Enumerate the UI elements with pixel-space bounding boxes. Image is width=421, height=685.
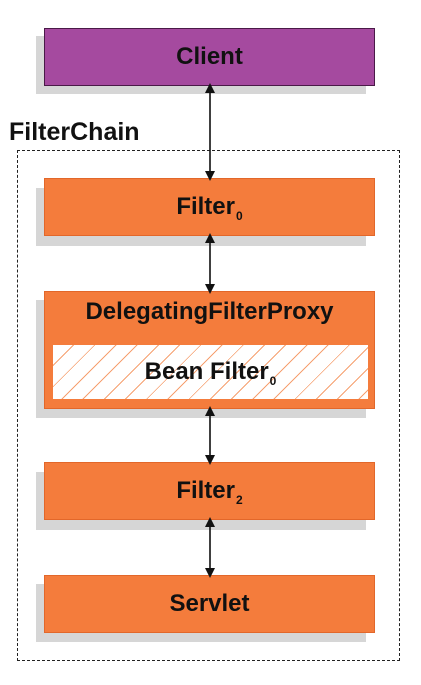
filter0-subscript: 0 <box>236 209 243 223</box>
bean-filter-subscript: 0 <box>269 374 277 388</box>
servlet-label: Servlet <box>169 590 250 617</box>
filter2-label: Filter2 <box>176 477 243 507</box>
filter-chain-title: FilterChain <box>9 118 140 146</box>
bean-filter-box: Bean Filter0 <box>52 344 369 400</box>
filter2-text: Filter <box>176 477 235 504</box>
proxy-label: DelegatingFilterProxy <box>85 298 334 325</box>
filter0-label: Filter0 <box>176 193 243 223</box>
bean-filter-text: Bean Filter <box>144 358 269 385</box>
client-label: Client <box>176 43 243 70</box>
client-box: Client <box>44 28 375 86</box>
bean-filter-label: Bean Filter0 <box>144 358 277 388</box>
filter2-subscript: 2 <box>236 493 243 507</box>
filter0-text: Filter <box>176 193 235 220</box>
